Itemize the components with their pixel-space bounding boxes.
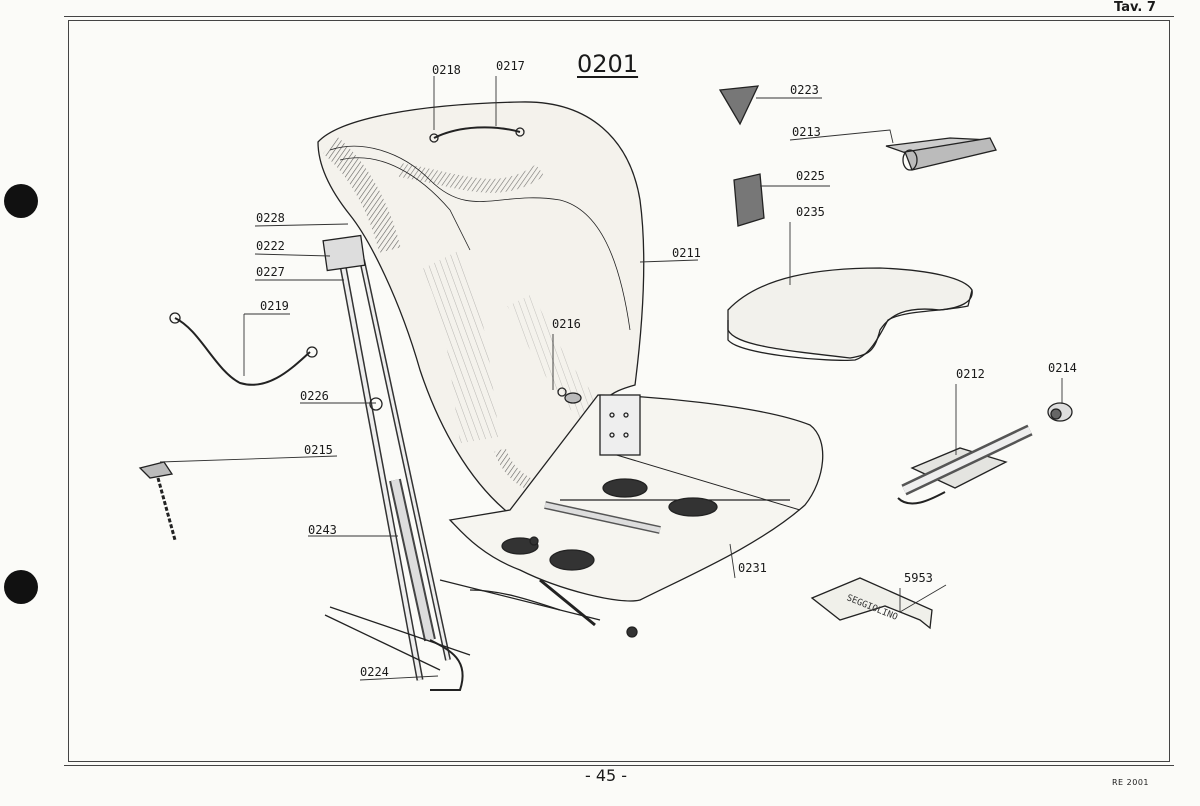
- part-5953-nameplate: [810, 577, 933, 630]
- label-0222: 0222: [256, 239, 285, 253]
- label-0223: 0223: [790, 83, 819, 97]
- label-0219: 0219: [260, 299, 289, 313]
- part-0235-cushion: [727, 267, 973, 361]
- part-0219-cable: [174, 317, 311, 386]
- part-0212-bracket: [897, 424, 1033, 505]
- binder-hole-bottom: [4, 570, 38, 604]
- seat-pan: [448, 394, 824, 602]
- label-0218: 0218: [432, 63, 461, 77]
- part-0215-chain: [138, 461, 177, 541]
- leader-lines: [159, 76, 1063, 681]
- label-5953: 5953: [904, 571, 933, 585]
- label-0211: 0211: [672, 246, 701, 260]
- label-0235: 0235: [796, 205, 825, 219]
- label-0214: 0214: [1048, 361, 1077, 375]
- label-0227: 0227: [256, 265, 285, 279]
- label-0217: 0217: [496, 59, 525, 73]
- label-0216: 0216: [552, 317, 581, 331]
- document-reference: RE 2001: [1112, 778, 1150, 787]
- page-number: - 45 -: [585, 766, 628, 785]
- label-0213: 0213: [792, 125, 821, 139]
- binder-hole-top: [4, 184, 38, 218]
- seat-frame-rails: [322, 234, 638, 691]
- part-0213-bracket: [885, 137, 997, 171]
- label-0224: 0224: [360, 665, 389, 679]
- label-0226: 0226: [300, 389, 329, 403]
- frame-bottom-line: [64, 765, 1174, 766]
- assembly-number: 0201: [577, 50, 639, 78]
- frame-top-line: [64, 16, 1174, 17]
- part-0214-bushing: [1047, 402, 1073, 422]
- label-0243: 0243: [308, 523, 337, 537]
- label-0215: 0215: [304, 443, 333, 457]
- label-0228: 0228: [256, 211, 285, 225]
- label-0212: 0212: [956, 367, 985, 381]
- sheet-tag: Tav. 7: [1114, 0, 1156, 15]
- part-0225-plate: [733, 173, 765, 227]
- label-0231: 0231: [738, 561, 767, 575]
- part-0223-plate: [718, 85, 760, 126]
- label-0225: 0225: [796, 169, 825, 183]
- drawing-frame: [68, 20, 1170, 762]
